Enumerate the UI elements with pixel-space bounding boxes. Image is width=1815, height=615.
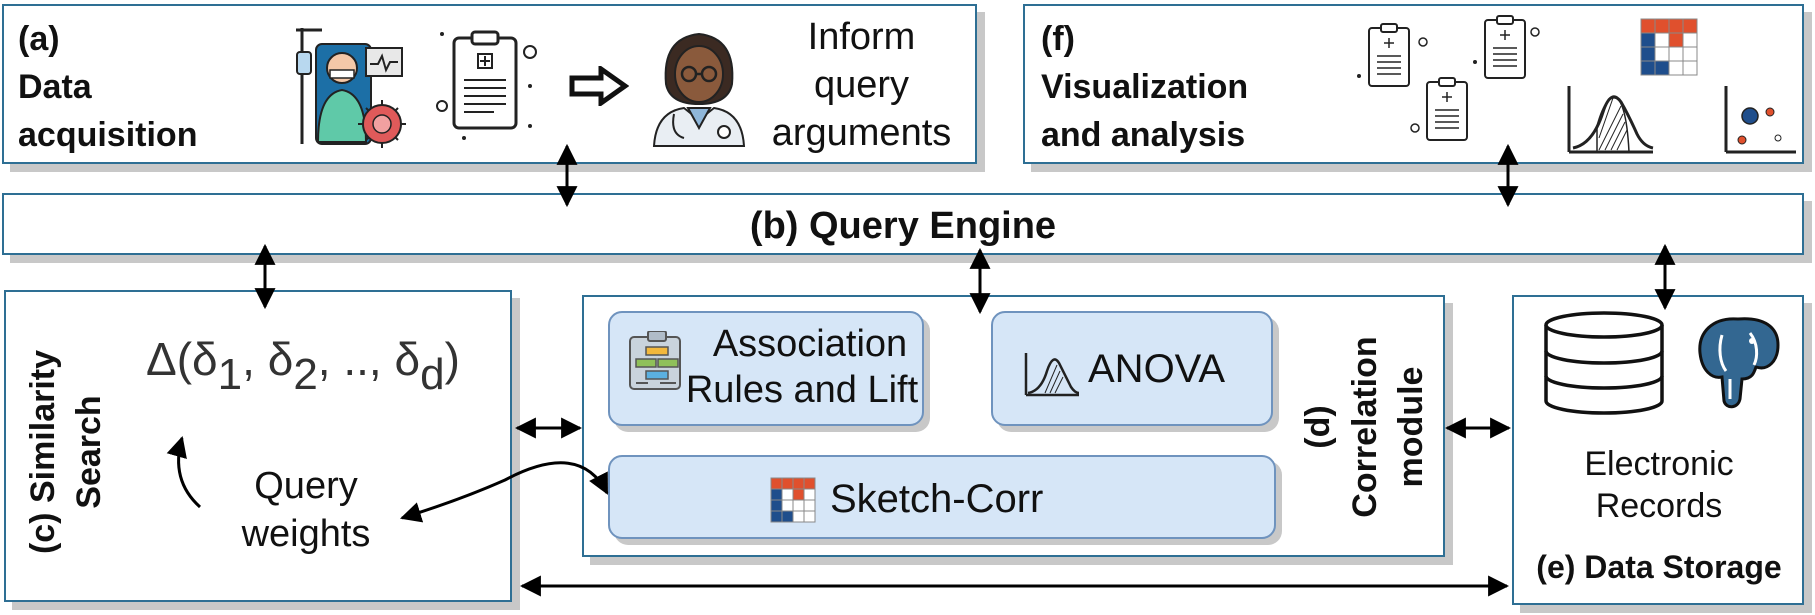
anova-box: ANOVA <box>991 311 1273 426</box>
formula-part: , .., δ <box>317 333 421 385</box>
panel-f-title-2: and analysis <box>1041 116 1246 154</box>
formula-part: ) <box>444 333 460 385</box>
right-arrow-icon <box>569 66 629 106</box>
panel-f-title-1: Visualization <box>1041 68 1249 106</box>
formula-part: Δ(δ <box>146 333 218 385</box>
arrow-weights-to-formula <box>166 435 202 509</box>
distribution-curve-icon <box>1567 86 1654 154</box>
clipboard-icon <box>436 30 537 140</box>
anova-label: ANOVA <box>1088 347 1226 391</box>
panel-correlation-module: Association Rules and Lift ANOVA Sketch-… <box>582 295 1445 557</box>
sketch-corr-box: Sketch-Corr <box>608 455 1276 539</box>
formula-sub: 1 <box>217 350 243 399</box>
panel-data-storage: Electronic Records (e) Data Storage <box>1512 295 1804 605</box>
records-line-1: Electronic <box>1584 445 1734 483</box>
inform-line-1: Inform <box>807 16 916 58</box>
records-line-2: Records <box>1595 487 1723 525</box>
inform-line-2: query <box>813 64 910 106</box>
distance-formula: Δ(δ1, δ2, .., δd) <box>146 332 460 400</box>
database-icon <box>1544 311 1664 415</box>
arrow-sketch-to-weights <box>399 461 609 523</box>
distribution-curve-icon <box>1024 353 1080 397</box>
formula-sub: d <box>420 350 445 399</box>
association-line-1: Association <box>712 323 908 365</box>
data-storage-title: (e) Data Storage <box>1536 549 1782 585</box>
doctor-icon <box>652 32 746 147</box>
patient-icon <box>296 28 406 148</box>
panel-visualization: (f) Visualization and analysis <box>1023 4 1804 164</box>
sketch-corr-label: Sketch-Corr <box>830 477 1044 521</box>
clipboards-icon <box>1357 15 1540 141</box>
heatmap-grid-icon <box>770 477 816 523</box>
panel-similarity-search: (c) Similarity Search Δ(δ1, δ2, .., δd) … <box>4 290 512 602</box>
heatmap-grid-icon <box>1640 18 1698 76</box>
postgresql-elephant-icon <box>1698 317 1780 409</box>
panel-a-tag: (a) <box>18 20 60 58</box>
association-rules-box: Association Rules and Lift <box>608 311 924 426</box>
panel-a-title-1: Data <box>18 68 92 106</box>
panel-data-acquisition: (a) Data acquisition <box>2 4 977 164</box>
inform-line-3: arguments <box>771 112 952 154</box>
panel-f-tag: (f) <box>1041 20 1075 58</box>
query-engine-title: (b) Query Engine <box>749 205 1057 247</box>
flowchart-icon <box>629 331 681 390</box>
panel-a-title-2: acquisition <box>18 116 198 154</box>
formula-part: , δ <box>242 333 294 385</box>
scatter-plot-icon <box>1724 86 1796 154</box>
query-weights-1: Query <box>254 465 358 507</box>
association-line-2: Rules and Lift <box>685 369 919 411</box>
formula-sub: 2 <box>293 350 318 399</box>
query-weights-2: weights <box>241 513 371 555</box>
